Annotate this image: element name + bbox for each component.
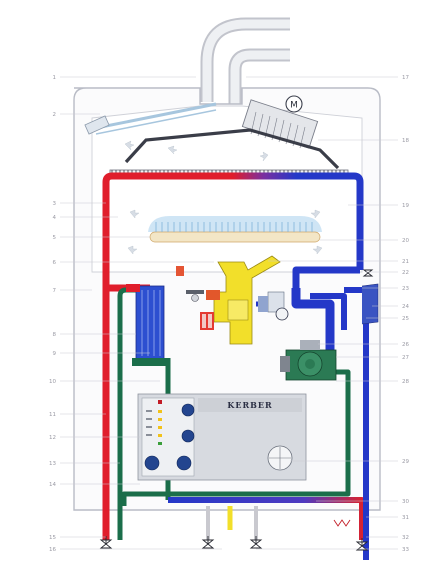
- callout-label-3: 3: [53, 201, 57, 207]
- knob-bottom-right[interactable]: [176, 455, 192, 471]
- flue-hood: [124, 128, 340, 170]
- callout-label-20: 20: [402, 238, 409, 244]
- bottom-valves: [99, 269, 374, 551]
- callout-label-9: 9: [53, 351, 57, 357]
- knob-bottom-left[interactable]: [144, 455, 160, 471]
- fan-motor-icon: [285, 95, 303, 113]
- knob-middle-right[interactable]: [181, 429, 195, 443]
- callout-label-5: 5: [53, 235, 57, 241]
- callout-label-1: 1: [53, 75, 57, 81]
- callout-label-18: 18: [402, 138, 409, 144]
- callout-label-27: 27: [402, 355, 409, 361]
- valve-icon: [249, 536, 263, 549]
- callout-label-2: 2: [53, 112, 57, 118]
- callout-label-11: 11: [49, 412, 56, 418]
- callout-label-8: 8: [53, 332, 57, 338]
- indicator-lights: [146, 400, 162, 445]
- air-intake-duct: [84, 102, 217, 135]
- callout-label-29: 29: [402, 459, 409, 465]
- callout-label-26: 26: [402, 342, 409, 348]
- callout-label-4: 4: [53, 215, 57, 221]
- timer-dial-icon[interactable]: [267, 445, 293, 471]
- flue-pipe: [200, 17, 290, 106]
- callout-label-31: 31: [402, 515, 409, 521]
- callout-label-13: 13: [49, 461, 56, 467]
- callout-label-12: 12: [49, 435, 56, 441]
- burner: [148, 216, 322, 243]
- callout-label-10: 10: [49, 379, 56, 385]
- airflow-arrows: [124, 140, 323, 255]
- callout-label-32: 32: [402, 535, 409, 541]
- knob-top-right[interactable]: [181, 403, 195, 417]
- gas-valve: [176, 255, 281, 345]
- callout-label-6: 6: [53, 260, 57, 266]
- callout-label-23: 23: [402, 286, 409, 292]
- callout-label-28: 28: [402, 379, 409, 385]
- right-callouts: 17 18 19 20 21 22 23 24 25 26 27 28 29 30 31 32 33: [246, 75, 409, 553]
- callout-label-24: 24: [402, 304, 409, 310]
- callout-label-17: 17: [402, 75, 409, 81]
- callout-label-33: 33: [402, 547, 409, 553]
- callout-label-16: 16: [49, 547, 56, 553]
- callout-label-25: 25: [402, 316, 409, 322]
- control-knobs[interactable]: [144, 403, 195, 471]
- fan-motor-symbol: M: [290, 101, 298, 111]
- expansion-vessel: [361, 283, 379, 325]
- callout-label-21: 21: [402, 259, 409, 265]
- callout-label-30: 30: [402, 499, 409, 505]
- brand-label: KERBER: [227, 400, 272, 410]
- pump-group: [258, 291, 337, 381]
- valve-icon: [355, 538, 369, 551]
- callout-label-14: 14: [49, 482, 56, 488]
- control-panel: KERBER: [137, 393, 307, 481]
- valve-icon: [201, 536, 215, 549]
- plate-heat-exchanger: [126, 284, 168, 366]
- callout-label-7: 7: [53, 288, 57, 294]
- valve-icon: [99, 536, 113, 549]
- hydraulic-pipes: [102, 172, 369, 560]
- valve-icon: [362, 269, 374, 277]
- callout-label-15: 15: [49, 535, 56, 541]
- callout-label-19: 19: [402, 203, 409, 209]
- callout-label-22: 22: [402, 270, 409, 276]
